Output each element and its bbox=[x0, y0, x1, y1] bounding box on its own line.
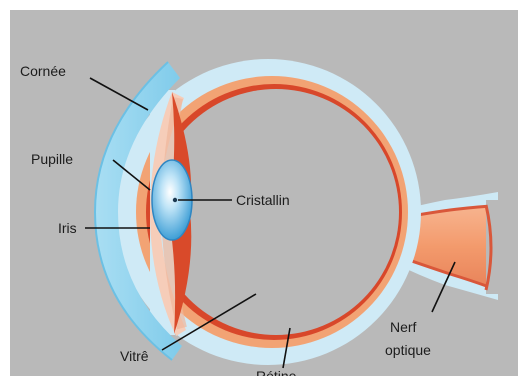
lens-center-dot bbox=[173, 198, 177, 202]
label-cristallin: Cristallin bbox=[236, 192, 290, 208]
label-cornee: Cornée bbox=[20, 63, 66, 79]
label-vitre: Vitrê bbox=[120, 348, 149, 364]
label-iris: Iris bbox=[58, 220, 77, 236]
label-nerf-line1: Nerf bbox=[390, 319, 417, 335]
label-nerf-line2: optique bbox=[385, 342, 431, 358]
label-pupille: Pupille bbox=[31, 151, 73, 167]
label-retine: Rétine bbox=[256, 368, 297, 376]
